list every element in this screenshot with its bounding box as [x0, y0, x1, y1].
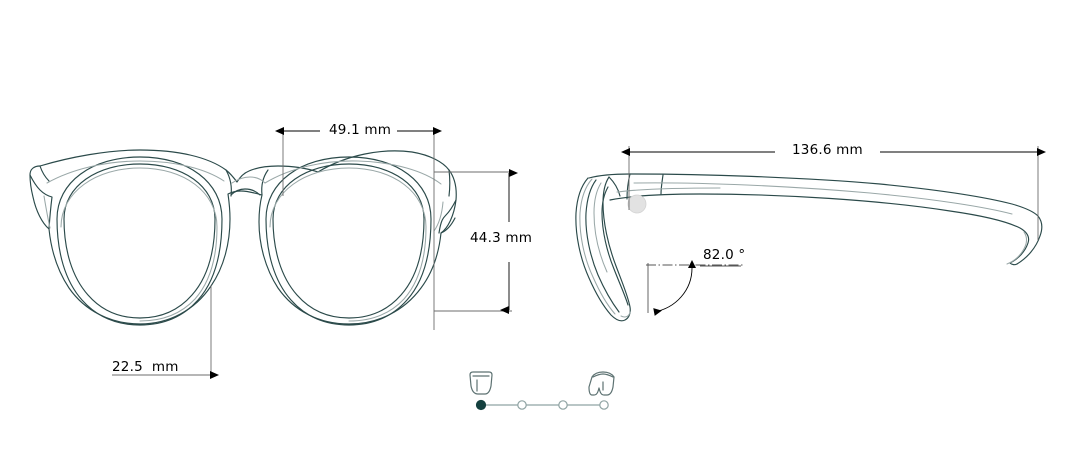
front-view-frame-highlights — [43, 160, 444, 322]
size-step-1-dot[interactable] — [475, 399, 487, 411]
narrow-frame-icon — [469, 371, 493, 395]
front-view-frame — [29, 149, 457, 326]
side-view-frame — [575, 173, 1043, 322]
size-step-2-dot[interactable] — [517, 400, 527, 410]
dimension-label-temple-angle: 82.0 ° — [703, 247, 746, 263]
size-step-3-dot[interactable] — [558, 400, 568, 410]
dimension-temple-angle — [646, 260, 745, 316]
dimension-label-lens-width: 49.1 mm — [329, 122, 392, 138]
wide-frame-icon — [588, 371, 615, 396]
dimension-label-bridge-width: 22.5 mm — [112, 359, 179, 375]
hinge-marker-ring-icon — [627, 194, 647, 214]
dimension-lens-width — [275, 127, 442, 330]
size-step-4-dot[interactable] — [599, 400, 609, 410]
dimension-bridge-width — [112, 285, 219, 379]
dimension-label-lens-height: 44.3 mm — [470, 230, 533, 246]
hinge-marker-icon — [628, 195, 646, 213]
side-view-frame-highlights — [579, 178, 1027, 318]
dimension-label-temple-length: 136.6 mm — [792, 142, 863, 158]
dimension-temple-length — [621, 146, 1046, 240]
dimension-lens-height — [434, 169, 518, 314]
